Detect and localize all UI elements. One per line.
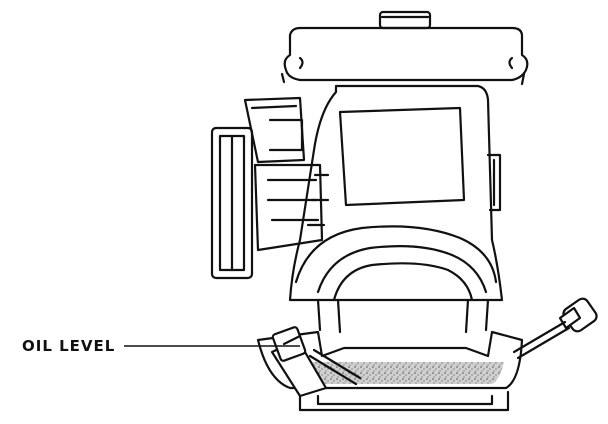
- oil-level-callout: OIL LEVEL: [22, 337, 300, 355]
- oil-dipstick-removed: [512, 297, 598, 360]
- oil-level-label: OIL LEVEL: [22, 337, 115, 355]
- oil-filler-neck: [270, 326, 328, 398]
- carburetor-assembly: [243, 96, 324, 252]
- oil-fill: [286, 362, 504, 384]
- fuel-cap: [378, 10, 432, 30]
- air-cleaner: [210, 126, 254, 280]
- side-fitting: [486, 153, 502, 212]
- fuel-tank: [280, 10, 529, 86]
- engine-shroud: [288, 84, 504, 302]
- dipstick-inserted: [308, 348, 362, 386]
- crankcase-base: [256, 330, 524, 412]
